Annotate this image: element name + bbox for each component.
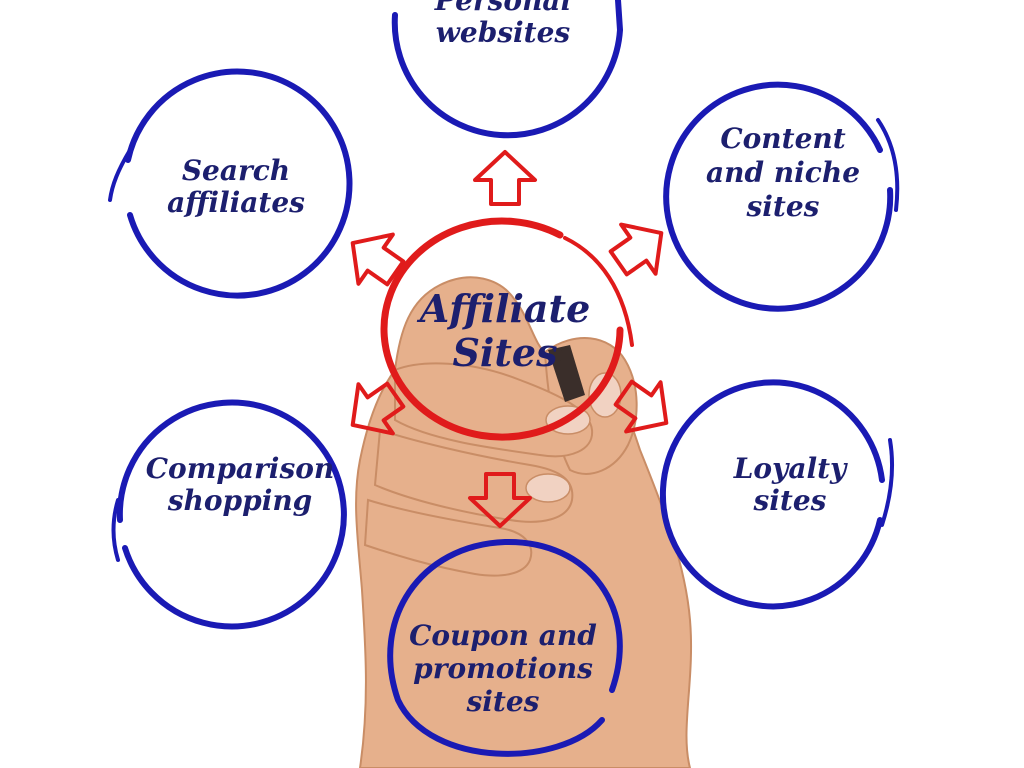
arrow-down-right-icon — [613, 379, 669, 434]
node-top-left-line2: affiliates — [167, 186, 305, 219]
center-title-line2: Sites — [452, 330, 557, 375]
node-circle-bottom-left — [116, 399, 347, 630]
arrow-up-left-icon — [350, 232, 406, 287]
node-top-right-line3: sites — [746, 190, 820, 223]
marker-tip — [549, 348, 563, 362]
node-circle-top-left — [125, 68, 353, 299]
node-bottom-left-line2: shopping — [167, 484, 313, 517]
center-circle — [380, 217, 624, 441]
node-bottom-line2: promotions — [413, 652, 593, 685]
arrow-up-right-icon — [608, 222, 664, 277]
node-circle-bottom — [387, 538, 623, 757]
node-circle-bottom-right-tail — [880, 438, 894, 527]
node-bottom-line1: Coupon and — [409, 619, 597, 652]
hand-ring-finger — [363, 498, 533, 577]
node-top-line2: websites — [436, 16, 571, 49]
arrow-down-icon — [468, 472, 532, 528]
node-top-left-line1: Search — [182, 154, 290, 187]
node-circle-top-left-tail — [108, 148, 132, 202]
node-bottom-line3: sites — [466, 685, 540, 718]
node-circle-bottom-right — [659, 379, 885, 610]
fingernail — [525, 473, 571, 503]
arrows-group — [350, 150, 669, 528]
node-bottom-right-line1: Loyalty — [733, 452, 848, 485]
center-title-line1: Affiliate — [417, 286, 591, 331]
node-bottom-left-line1: Comparison — [146, 452, 335, 485]
node-top-line1: Personal — [434, 0, 571, 17]
node-circle-top-right — [663, 81, 894, 312]
center-circle-stroke-tail — [563, 236, 634, 347]
arrow-up-icon — [473, 150, 537, 206]
node-top-right-line1: Content — [720, 122, 845, 155]
node-circle-bottom-left-tail — [111, 498, 120, 562]
node-top-right-line2: and niche — [706, 156, 860, 189]
node-circle-top-right-tail — [876, 118, 900, 212]
arrow-down-left-icon — [350, 381, 406, 436]
node-circle-top — [391, 0, 624, 139]
node-bottom-right-line2: sites — [753, 484, 827, 517]
